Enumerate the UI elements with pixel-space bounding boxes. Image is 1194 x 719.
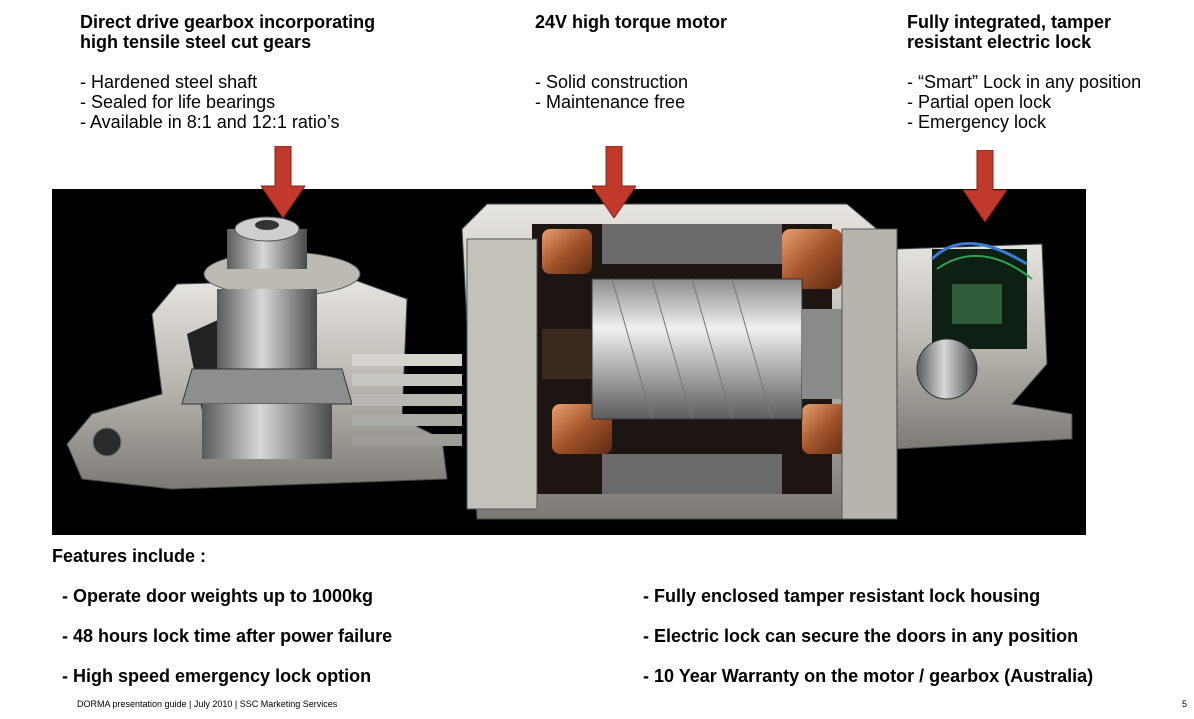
gearbox-title-line-1: Direct drive gearbox incorporating <box>80 12 376 32</box>
arrow-down-icon <box>592 146 636 218</box>
gearbox-fins <box>352 354 462 446</box>
features-right-list: - Fully enclosed tamper resistant lock h… <box>643 585 1093 705</box>
lock-column: Fully integrated, tamper resistant elect… <box>907 12 1141 132</box>
lock-bullet-3: - Emergency lock <box>907 112 1047 132</box>
feature-item: - Electric lock can secure the doors in … <box>643 626 1079 646</box>
lock-title-line-1: Fully integrated, tamper <box>907 12 1112 32</box>
feature-item: - 10 Year Warranty on the motor / gearbo… <box>643 666 1094 686</box>
bevel-gear <box>181 289 353 459</box>
arrow-lock-shape <box>963 150 1007 222</box>
lock-bullet-1: - “Smart” Lock in any position <box>907 72 1142 92</box>
lock-title: Fully integrated, tamper resistant elect… <box>907 12 1141 52</box>
feature-item: - High speed emergency lock option <box>62 666 372 686</box>
motor-bullet-2: - Maintenance free <box>535 92 686 112</box>
lock-bullet-2: - Partial open lock <box>907 92 1052 112</box>
features-left-list: - Operate door weights up to 1000kg - 48… <box>62 585 392 705</box>
motor-frame <box>461 203 898 520</box>
page-number: 5 <box>1182 699 1188 709</box>
lock-bullets: - “Smart” Lock in any position - Partial… <box>907 72 1141 132</box>
feature-item: - 48 hours lock time after power failure <box>62 626 393 646</box>
sprocket-gear <box>203 216 361 297</box>
gearbox-column: Direct drive gearbox incorporating high … <box>80 12 375 132</box>
footer-text: DORMA presentation guide | July 2010 | S… <box>77 699 338 709</box>
motor-bullets: - Solid construction - Maintenance free <box>535 72 727 112</box>
motor-bullet-1: - Solid construction <box>535 72 689 92</box>
gearbox-bullet-2: - Sealed for life bearings <box>80 92 276 112</box>
arrow-down-icon <box>963 150 1007 222</box>
arrow-gearbox-shape <box>261 146 305 218</box>
motor-title-line-1: 24V high torque motor <box>535 12 728 32</box>
gearbox-bullet-1: - Hardened steel shaft <box>80 72 258 92</box>
lock-title-line-2: resistant electric lock <box>907 32 1092 52</box>
gearbox-title-line-2: high tensile steel cut gears <box>80 32 312 52</box>
features-heading: Features include : <box>52 546 207 566</box>
feature-item: - Fully enclosed tamper resistant lock h… <box>643 586 1041 606</box>
gearbox-title: Direct drive gearbox incorporating high … <box>80 12 375 52</box>
motor-column: 24V high torque motor - Solid constructi… <box>535 12 727 112</box>
gearbox-bullets: - Hardened steel shaft - Sealed for life… <box>80 72 375 132</box>
arrow-motor-shape <box>592 146 636 218</box>
motor-title: 24V high torque motor <box>535 12 727 32</box>
feature-item: - Operate door weights up to 1000kg <box>62 586 374 606</box>
motor-assembly-photo <box>52 189 1086 535</box>
gearbox-bullet-3: - Available in 8:1 and 12:1 ratio’s <box>80 112 340 132</box>
electric-lock-module <box>896 241 1073 450</box>
motor-assembly-illustration <box>66 203 1073 520</box>
arrow-down-icon <box>261 146 305 218</box>
